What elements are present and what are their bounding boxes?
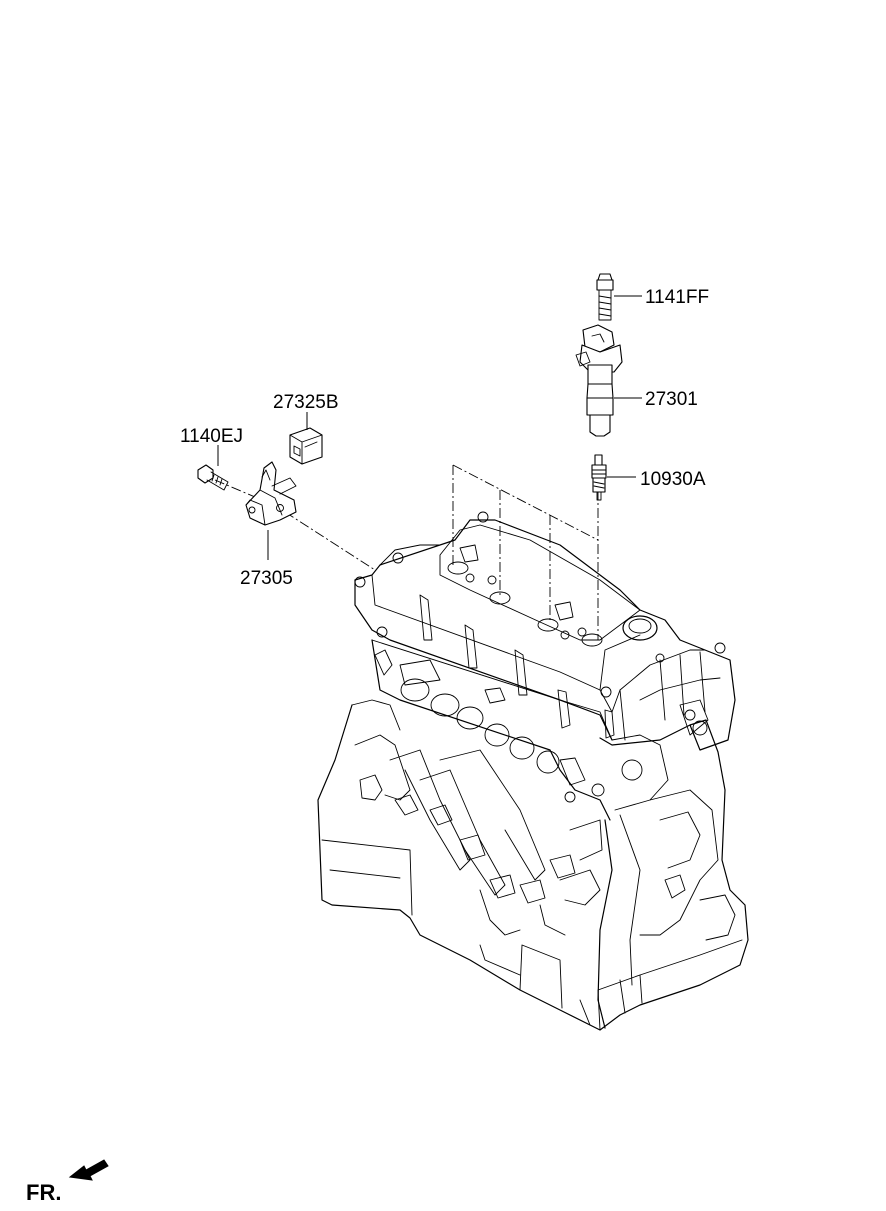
bracket-27305-part (245, 461, 297, 526)
callout-27305: 27305 (240, 568, 293, 589)
callout-1140ej: 1140EJ (180, 426, 243, 447)
direction-marker: FR. (26, 1159, 109, 1205)
front-direction-label: FR. (26, 1180, 61, 1205)
spark-plug-10930a-part (591, 454, 607, 501)
callout-27325b: 27325B (273, 392, 339, 413)
leader-lines (217, 295, 642, 560)
callout-labels: 1141FF 27301 10930A 27325B 1140EJ 27305 (180, 287, 709, 589)
ignition-coil-27301-part (575, 324, 623, 437)
callout-27301: 27301 (645, 389, 698, 410)
callout-1141ff: 1141FF (645, 287, 709, 308)
arrow-front-icon (68, 1159, 109, 1181)
callout-10930a: 10930A (640, 469, 706, 490)
engine-assembly (317, 511, 749, 1031)
bolt-1141ff-part (596, 273, 614, 321)
bolt-1140ej-part (197, 464, 229, 491)
connector-27325b-part (289, 427, 323, 465)
